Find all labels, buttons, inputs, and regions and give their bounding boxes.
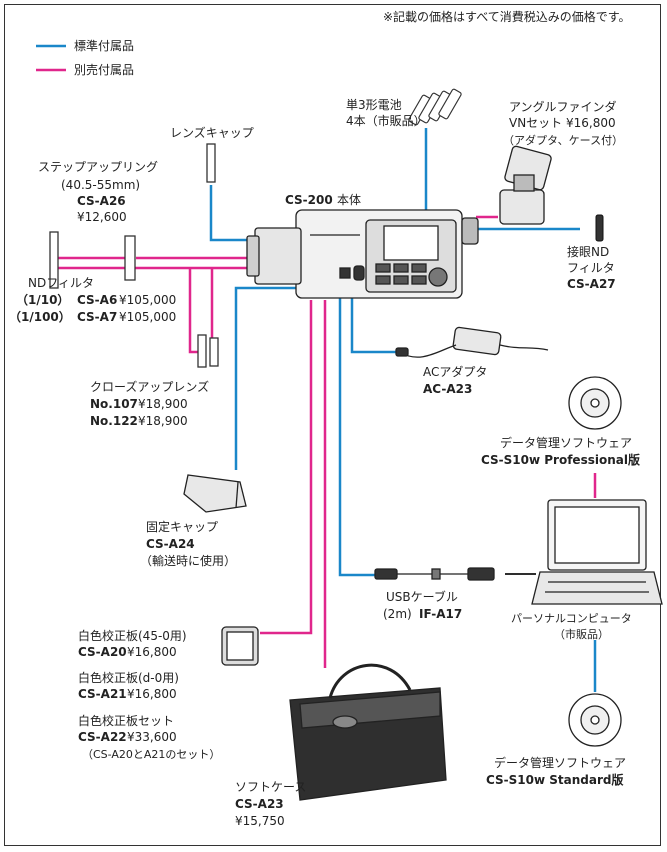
fixed-cap-label: 固定キャップ	[146, 520, 219, 534]
step-ring-label: ステップアップリング	[38, 160, 159, 174]
laptop-illustration	[531, 499, 663, 605]
white-plate-1-price: ¥16,800	[127, 645, 177, 659]
pc-label: パーソナルコンピュータ	[511, 612, 632, 625]
cd-pro-illustration	[568, 376, 622, 430]
white-set-note: （CS-A20とA21のセット）	[82, 748, 221, 761]
software-pro-model: CS-S10w Professional版	[481, 453, 640, 467]
usb-cable-illustration	[374, 567, 495, 581]
close-up-model-2: No.122	[90, 414, 138, 428]
eye-nd-line2: フィルタ	[567, 261, 615, 275]
ac-adapter-model: AC-A23	[423, 382, 473, 396]
soft-case-model: CS-A23	[235, 797, 284, 811]
white-set-label: 白色校正板セット	[78, 714, 175, 728]
nd-filter-model-1: CS-A6	[77, 293, 118, 307]
white-set-model: CS-A22	[78, 730, 127, 744]
usb-cable-label: USBケーブル	[386, 590, 458, 604]
cs200-body-illustration	[246, 209, 479, 299]
fixed-cap-note: （輸送時に使用）	[140, 554, 237, 568]
legend-optional-label: 別売付属品	[74, 63, 135, 77]
nd-filter-ratio-1: （1/10）	[16, 293, 70, 307]
soft-case-label: ソフトケース	[235, 780, 307, 794]
step-ring-illustration	[124, 235, 136, 281]
soft-case-price: ¥15,750	[235, 814, 285, 828]
usb-cable-size: (2m)	[383, 607, 412, 621]
close-up-model-1: No.107	[90, 397, 138, 411]
white-plate-illustration	[221, 626, 259, 666]
angle-finder-illustration	[499, 145, 552, 225]
software-std-label: データ管理ソフトウェア	[494, 756, 627, 770]
software-pro-label: データ管理ソフトウェア	[500, 436, 633, 450]
body-model: CS-200	[285, 193, 333, 207]
nd-filter-ratio-2: （1/100）	[9, 310, 71, 324]
angle-finder-label: アングルファインダ	[509, 100, 617, 114]
battery-label-line2: 4本（市販品）	[346, 114, 426, 128]
fixed-cap-model: CS-A24	[146, 537, 195, 551]
cd-std-illustration	[568, 693, 622, 747]
eye-nd-line1: 接眼ND	[567, 245, 610, 259]
battery-label-line1: 単3形電池	[346, 98, 402, 112]
lens-cap-illustration	[206, 143, 216, 183]
white-plate-1-model: CS-A20	[78, 645, 127, 659]
software-std-model: CS-S10w Standard版	[486, 773, 624, 787]
price-note: ※記載の価格はすべて消費税込みの価格です。	[383, 10, 631, 24]
fixed-cap-illustration	[183, 474, 247, 513]
white-set-price: ¥33,600	[127, 730, 177, 744]
eye-nd-model: CS-A27	[567, 277, 616, 291]
diagram-frame	[4, 4, 661, 846]
soft-case-illustration	[289, 663, 447, 801]
usb-cable-model: IF-A17	[419, 607, 463, 621]
step-ring-size: (40.5-55mm)	[61, 178, 141, 192]
close-up-price-2: ¥18,900	[138, 414, 188, 428]
close-up-lens-2	[209, 337, 219, 367]
angle-finder-note: （アダプタ、ケース付）	[503, 134, 624, 147]
step-ring-model: CS-A26	[77, 194, 126, 208]
white-plate-2-model: CS-A21	[78, 687, 127, 701]
standard-connection-lines	[209, 128, 597, 692]
white-plate-2-price: ¥16,800	[127, 687, 177, 701]
ac-adapter-label: ACアダプタ	[423, 365, 488, 379]
legend-standard-label: 標準付属品	[74, 39, 135, 53]
body-suffix: 本体	[337, 193, 362, 207]
white-plate-2-label: 白色校正板(d-0用)	[78, 671, 179, 685]
battery-illustration	[408, 88, 462, 126]
lens-cap-label: レンズキャップ	[170, 126, 254, 140]
nd-filter-label: NDフィルタ	[28, 276, 94, 290]
optional-connection-lines	[57, 215, 597, 668]
nd-filter-price-1: ¥105,000	[119, 293, 177, 307]
nd-filter-price-2: ¥105,000	[119, 310, 177, 324]
step-ring-price: ¥12,600	[77, 210, 127, 224]
close-up-price-1: ¥18,900	[138, 397, 188, 411]
nd-filter-model-2: CS-A7	[77, 310, 118, 324]
nd-filter-illustration	[49, 231, 59, 289]
white-plate-1-label: 白色校正板(45-0用)	[78, 629, 187, 643]
eye-nd-illustration	[595, 214, 604, 242]
pc-note: （市販品）	[554, 628, 609, 641]
ac-adapter-illustration	[395, 326, 549, 358]
angle-finder-set: VNセット ¥16,800	[509, 116, 616, 130]
close-up-lens-1	[197, 334, 207, 368]
close-up-label: クローズアップレンズ	[90, 380, 210, 394]
